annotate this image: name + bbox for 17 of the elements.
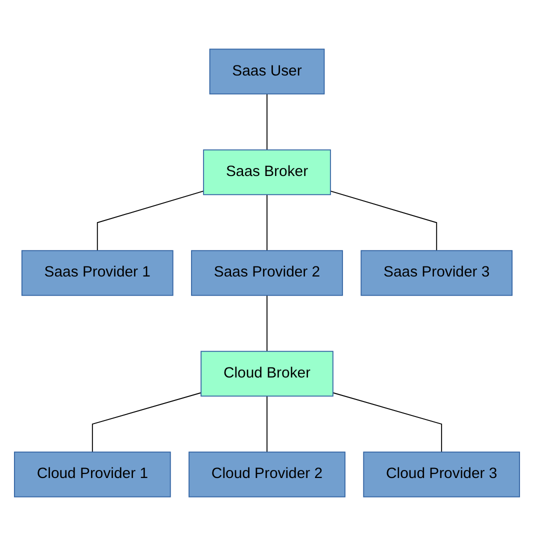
node-box: Cloud Broker [200,350,334,397]
connector [266,194,268,252]
node-box: Saas Provider 3 [360,250,513,296]
node-box: Cloud Provider 2 [188,452,346,498]
node-box: Saas Provider 1 [21,250,174,296]
connector [266,396,268,453]
node-box: Saas Broker [203,149,331,196]
connector [332,392,442,453]
connector [266,294,268,352]
connector [96,190,204,252]
node-box: Saas User [209,48,325,94]
node-box: Saas Provider 2 [191,250,343,296]
connector [266,93,268,150]
connector [330,190,438,252]
node-box: Cloud Provider 1 [14,452,171,498]
connector [92,392,202,453]
node-box: Cloud Provider 3 [363,452,520,498]
